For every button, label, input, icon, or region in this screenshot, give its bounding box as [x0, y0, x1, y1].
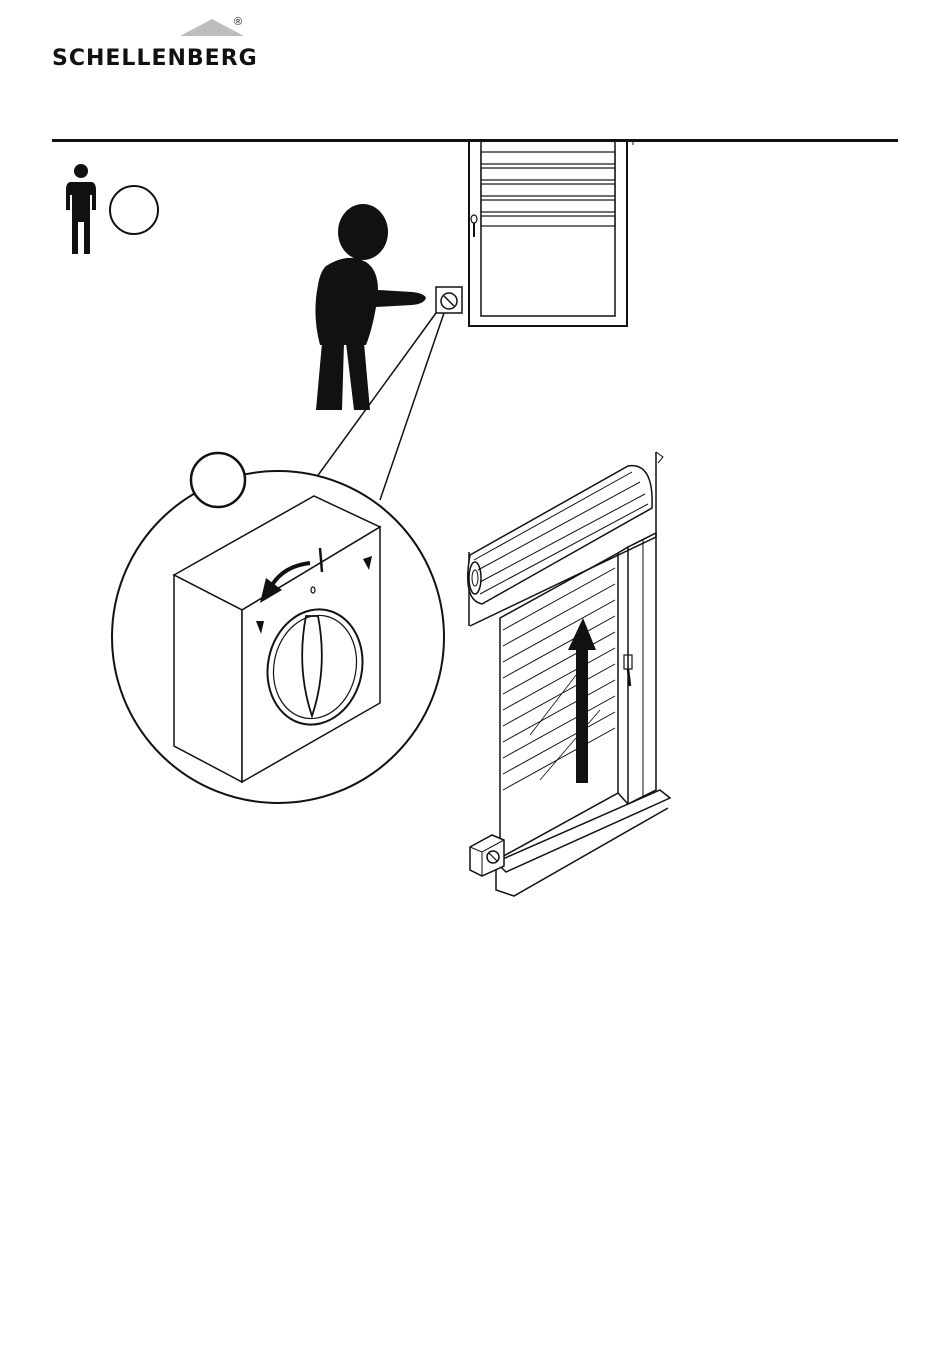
count-circle-icon: [110, 186, 158, 234]
step-circle-icon: [191, 453, 245, 507]
user-at-switch-illustration: [315, 204, 426, 410]
person-icon: [66, 164, 96, 254]
window-shutter-icon: [469, 142, 633, 326]
wall-switch-icon: [436, 287, 462, 313]
up-arrow-icon: [568, 618, 596, 783]
shutter-installation-illustration: [468, 452, 670, 896]
